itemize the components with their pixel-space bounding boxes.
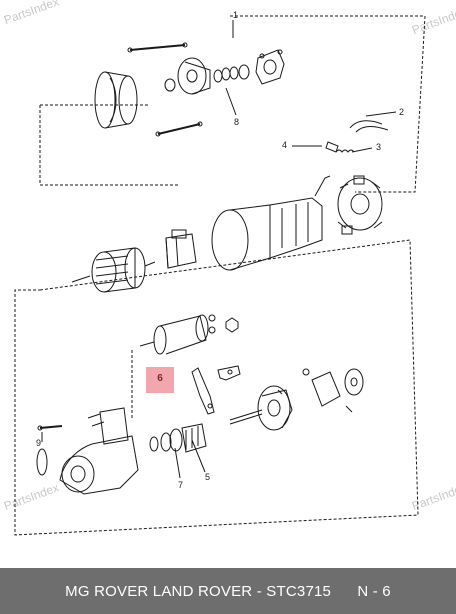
brush-springs	[325, 120, 389, 153]
callout-8: 8	[234, 117, 239, 127]
commutator-end-bracket	[164, 57, 211, 95]
brush-holder-assembly	[337, 175, 383, 235]
footer-position: N - 6	[357, 582, 391, 600]
footer-bar: MG ROVER LAND ROVER - STC3715 N - 6	[0, 568, 456, 614]
callout-7: 7	[178, 480, 183, 490]
drive-end-bracket	[229, 385, 293, 431]
callout-9: 9	[36, 438, 41, 448]
callout-2: 2	[399, 107, 404, 117]
pole-shoe	[165, 229, 197, 269]
callout-1: 1	[233, 10, 238, 20]
callout-line-5	[191, 439, 206, 473]
pinion-clutch	[149, 423, 207, 453]
callout-3: 3	[376, 142, 381, 152]
tie-rod-middle	[155, 121, 203, 137]
field-coil-housing	[211, 175, 331, 271]
engagement-lever	[191, 367, 215, 415]
callout-6: 6	[157, 373, 163, 384]
armature	[71, 247, 156, 293]
callout-4: 4	[282, 140, 287, 150]
footer-brands: MG ROVER LAND ROVER	[65, 582, 253, 600]
callout-line-2	[365, 111, 397, 117]
callout-line-8	[225, 87, 237, 116]
end-cover-right	[302, 368, 364, 413]
spacer-washer	[36, 448, 48, 476]
nose-housing	[59, 407, 139, 495]
exploded-parts-diagram: 1 2 3 4 5 7 8 9	[14, 10, 426, 536]
solenoid-nut	[225, 317, 239, 333]
washer-stack	[213, 64, 250, 83]
lever-pivot	[217, 365, 241, 381]
callout-6-highlight[interactable]: 6	[146, 367, 174, 393]
callout-5: 5	[205, 472, 210, 482]
yoke-ring	[94, 71, 138, 129]
tie-rod-top	[127, 42, 188, 53]
callout-line-3	[351, 147, 373, 153]
through-bolt	[37, 425, 63, 431]
footer-text: MG ROVER LAND ROVER - STC3715 N - 6	[65, 582, 391, 600]
mounting-plate	[255, 49, 285, 85]
assembly-outline	[14, 15, 426, 536]
footer-part-number: STC3715	[266, 582, 332, 600]
solenoid	[139, 314, 216, 355]
callout-line-7	[174, 447, 181, 479]
